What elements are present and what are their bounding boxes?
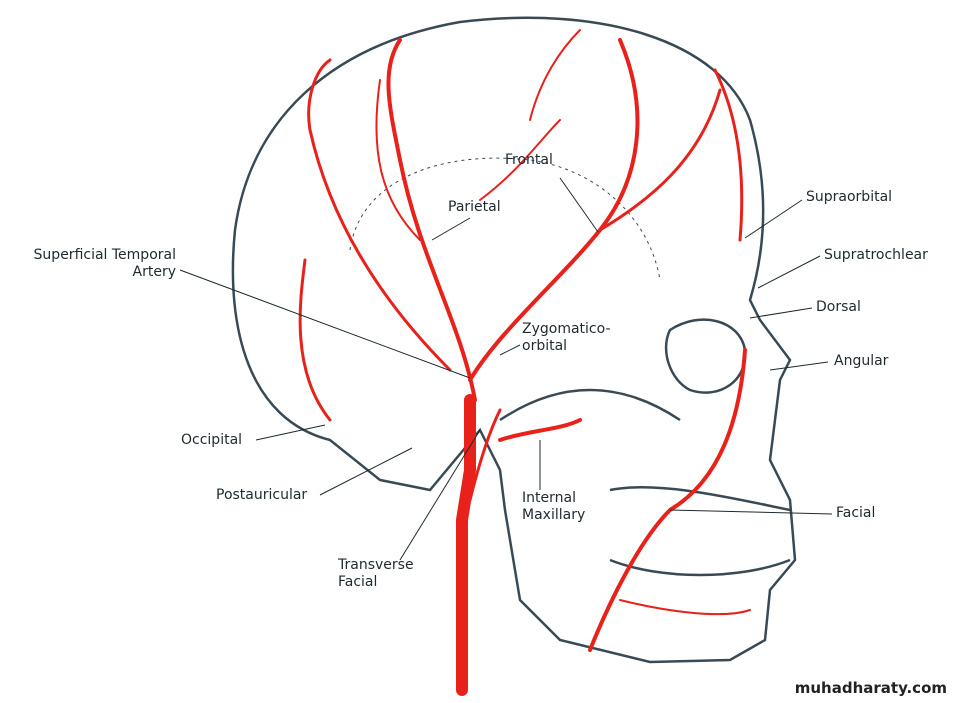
label-facial: Facial [836,505,876,521]
leader-lines [179,177,833,561]
label-line: Artery [132,264,176,280]
label-parietal: Parietal [448,199,501,215]
label-frontal: Frontal [505,152,553,168]
watermark: muhadharaty.com [794,679,947,697]
label-supraorbital: Supraorbital [806,189,893,205]
label-line: Internal [522,490,576,506]
label-angular: Angular [834,353,889,369]
label-line: orbital [522,338,568,354]
label-line: Zygomatico- [522,321,611,337]
label-occipital: Occipital [181,432,243,448]
arteries [298,29,751,696]
label-supratrochlear: Supratrochlear [824,247,928,263]
label-line: Superficial Temporal [33,247,176,263]
label-dorsal: Dorsal [816,299,861,315]
label-line: Facial [338,574,378,590]
label-line: Maxillary [522,507,586,523]
label-line: Transverse [338,557,414,573]
label-zygomatico-orbital: Zygomatico-orbital [522,321,611,355]
label-postauricular: Postauricular [216,487,308,503]
